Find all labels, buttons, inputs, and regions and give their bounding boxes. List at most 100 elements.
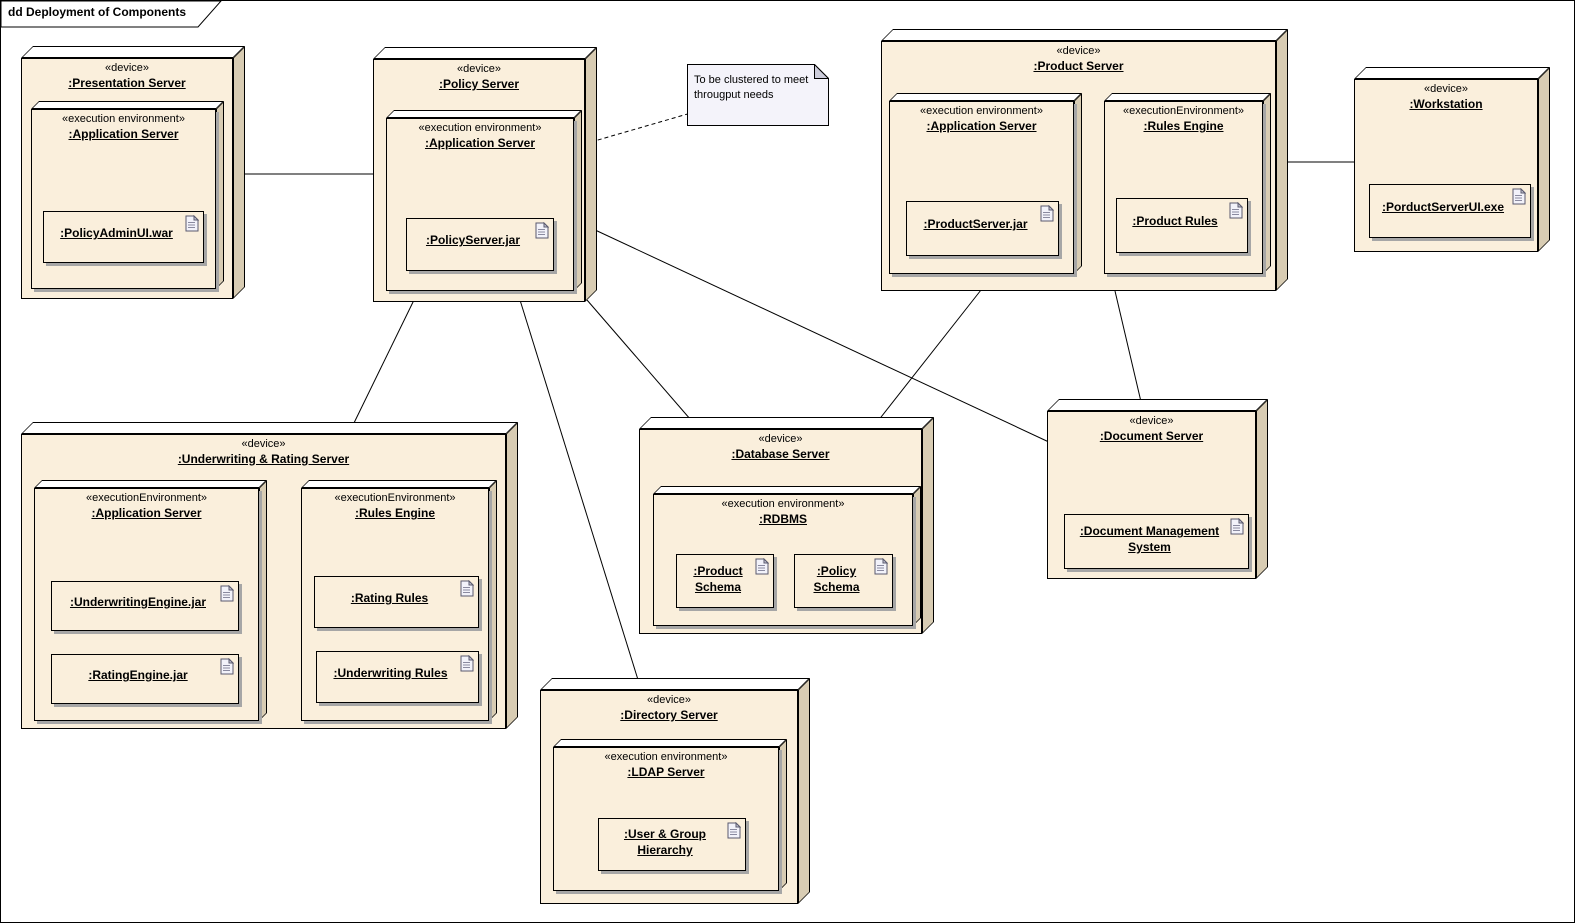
node-stereotype: «device» [104, 62, 150, 74]
node-workstation[interactable]: «device» :Workstation :PorductServerUI.e… [1354, 67, 1550, 252]
exec-env-application-server[interactable]: «execution environment» :Application Ser… [31, 101, 224, 289]
node-side-face [922, 417, 934, 634]
connection-policy-server-note[interactable] [590, 112, 692, 143]
note-shape [687, 64, 829, 126]
connection-policy-server-database-server[interactable] [586, 299, 698, 428]
node-directory-server[interactable]: «device» :Directory Server «execution en… [540, 678, 810, 904]
exec-stereotype: «execution environment» [920, 105, 1043, 117]
artifact-document-icon [185, 214, 200, 232]
node-side-face [1256, 399, 1268, 579]
node-header: «device» :Workstation [1354, 83, 1538, 112]
artifact-productserver-jar[interactable]: :ProductServer.jar [906, 201, 1059, 256]
artifact-underwritingengine-jar[interactable]: :UnderwritingEngine.jar [51, 581, 239, 631]
exec-name: :Application Server [424, 135, 536, 150]
artifact-document-management-system[interactable]: :Document Management System [1064, 514, 1249, 569]
uml-note[interactable]: To be clustered to meet througput needs [687, 64, 829, 126]
node-side-face [585, 47, 597, 302]
node-name: :Product Server [1033, 58, 1124, 73]
artifact-document-icon [874, 557, 889, 575]
node-top-face [21, 422, 518, 434]
node-stereotype: «device» [456, 63, 502, 75]
exec-side-face [216, 101, 224, 289]
node-top-face [1047, 399, 1268, 411]
node-document-server[interactable]: «device» :Document Server :Document Mana… [1047, 399, 1268, 579]
exec-name: :RDBMS [759, 511, 807, 526]
artifact-document-icon [460, 654, 475, 672]
artifact-document-icon [460, 579, 475, 597]
artifact-policy-schema[interactable]: :Policy Schema [794, 554, 893, 608]
exec-header: «execution environment» :Application Ser… [386, 122, 574, 151]
node-name: :Presentation Server [68, 75, 186, 90]
connection-product-server-document-server[interactable] [1114, 290, 1143, 407]
node-stereotype: «device» [241, 438, 286, 450]
node-name: :Workstation [1409, 96, 1483, 111]
exec-env-rules-engine[interactable]: «executionEnvironment» :Rules Engine :Ra… [301, 480, 497, 721]
exec-side-face [913, 486, 921, 626]
artifact-user-group-hierarchy[interactable]: :User & Group Hierarchy [598, 818, 746, 871]
node-top-face [1354, 67, 1550, 79]
node-stereotype: «device» [1129, 415, 1174, 427]
artifact-document-icon [755, 557, 770, 575]
node-side-face [1276, 29, 1288, 291]
artifact-label: :Policy Schema [813, 563, 860, 594]
exec-top-face [1104, 93, 1271, 101]
node-header: «device» :Underwriting & Rating Server [21, 438, 506, 467]
artifact-policyserver-jar[interactable]: :PolicyServer.jar [406, 218, 554, 271]
artifact-product-schema[interactable]: :Product Schema [676, 554, 774, 608]
exec-stereotype: «execution environment» [721, 498, 845, 510]
node-side-face [506, 422, 518, 729]
artifact-ratingengine-jar[interactable]: :RatingEngine.jar [51, 654, 239, 704]
node-name: :Underwriting & Rating Server [177, 451, 350, 466]
exec-env-application-server[interactable]: «execution environment» :Application Ser… [386, 110, 582, 291]
node-stereotype: «device» [1056, 45, 1101, 57]
connection-policy-server-directory-server[interactable] [519, 299, 640, 684]
node-policy-server[interactable]: «device» :Policy Server «execution envir… [373, 47, 597, 302]
node-stereotype: «device» [758, 433, 803, 445]
exec-env-ldap-server[interactable]: «execution environment» :LDAP Server :Us… [553, 739, 787, 891]
exec-name: :Application Server [91, 505, 202, 520]
artifact-label: :RatingEngine.jar [88, 667, 188, 682]
exec-top-face [301, 480, 497, 488]
exec-env-rdbms[interactable]: «execution environment» :RDBMS :Product … [653, 486, 921, 626]
artifact-policyadminui-war[interactable]: :PolicyAdminUI.war [43, 211, 204, 263]
artifact-product-rules[interactable]: :Product Rules [1116, 198, 1248, 253]
exec-name: :Rules Engine [354, 505, 435, 520]
exec-side-face [489, 480, 497, 721]
exec-top-face [34, 480, 267, 488]
exec-side-face [1263, 93, 1271, 274]
exec-header: «executionEnvironment» :Rules Engine [1104, 105, 1263, 134]
exec-env-application-server[interactable]: «execution environment» :Application Ser… [889, 93, 1082, 274]
exec-stereotype: «executionEnvironment» [334, 492, 456, 504]
exec-name: :Rules Engine [1143, 118, 1224, 133]
exec-stereotype: «execution environment» [418, 122, 542, 134]
node-database-server[interactable]: «device» :Database Server «execution env… [639, 417, 934, 634]
node-side-face [798, 678, 810, 904]
exec-env-rules-engine[interactable]: «executionEnvironment» :Rules Engine :Pr… [1104, 93, 1271, 274]
node-name: :Policy Server [438, 76, 520, 91]
exec-header: «execution environment» :LDAP Server [553, 751, 779, 780]
node-header: «device» :Database Server [639, 433, 922, 462]
node-top-face [373, 47, 597, 59]
title-tab-shape [1, 1, 222, 28]
artifact-porductserverui-exe[interactable]: :PorductServerUI.exe [1369, 184, 1531, 238]
diagram-title: dd Deployment of Components [8, 5, 186, 19]
artifact-rating-rules[interactable]: :Rating Rules [314, 576, 479, 628]
artifact-document-icon [1230, 517, 1245, 535]
node-stereotype: «device» [1423, 83, 1469, 95]
connection-product-server-database-server[interactable] [873, 289, 982, 427]
connection-policy-server-document-server[interactable] [592, 228, 1052, 444]
artifact-label: :User & Group Hierarchy [623, 827, 706, 857]
node-header: «device» :Directory Server [540, 694, 798, 723]
note-text: To be clustered to meet througput needs [694, 74, 809, 101]
node-presentation-server[interactable]: «device» :Presentation Server «execution… [21, 46, 245, 299]
exec-side-face [259, 480, 267, 721]
exec-stereotype: «execution environment» [604, 751, 728, 763]
connection-policy-server-underwriting-rating-server[interactable] [352, 299, 415, 426]
artifact-underwriting-rules[interactable]: :Underwriting Rules [316, 651, 479, 703]
node-top-face [21, 46, 245, 58]
node-product-server[interactable]: «device» :Product Server «execution envi… [881, 29, 1288, 291]
exec-env-application-server[interactable]: «executionEnvironment» :Application Serv… [34, 480, 267, 721]
node-underwriting-rating-server[interactable]: «device» :Underwriting & Rating Server «… [21, 422, 518, 729]
